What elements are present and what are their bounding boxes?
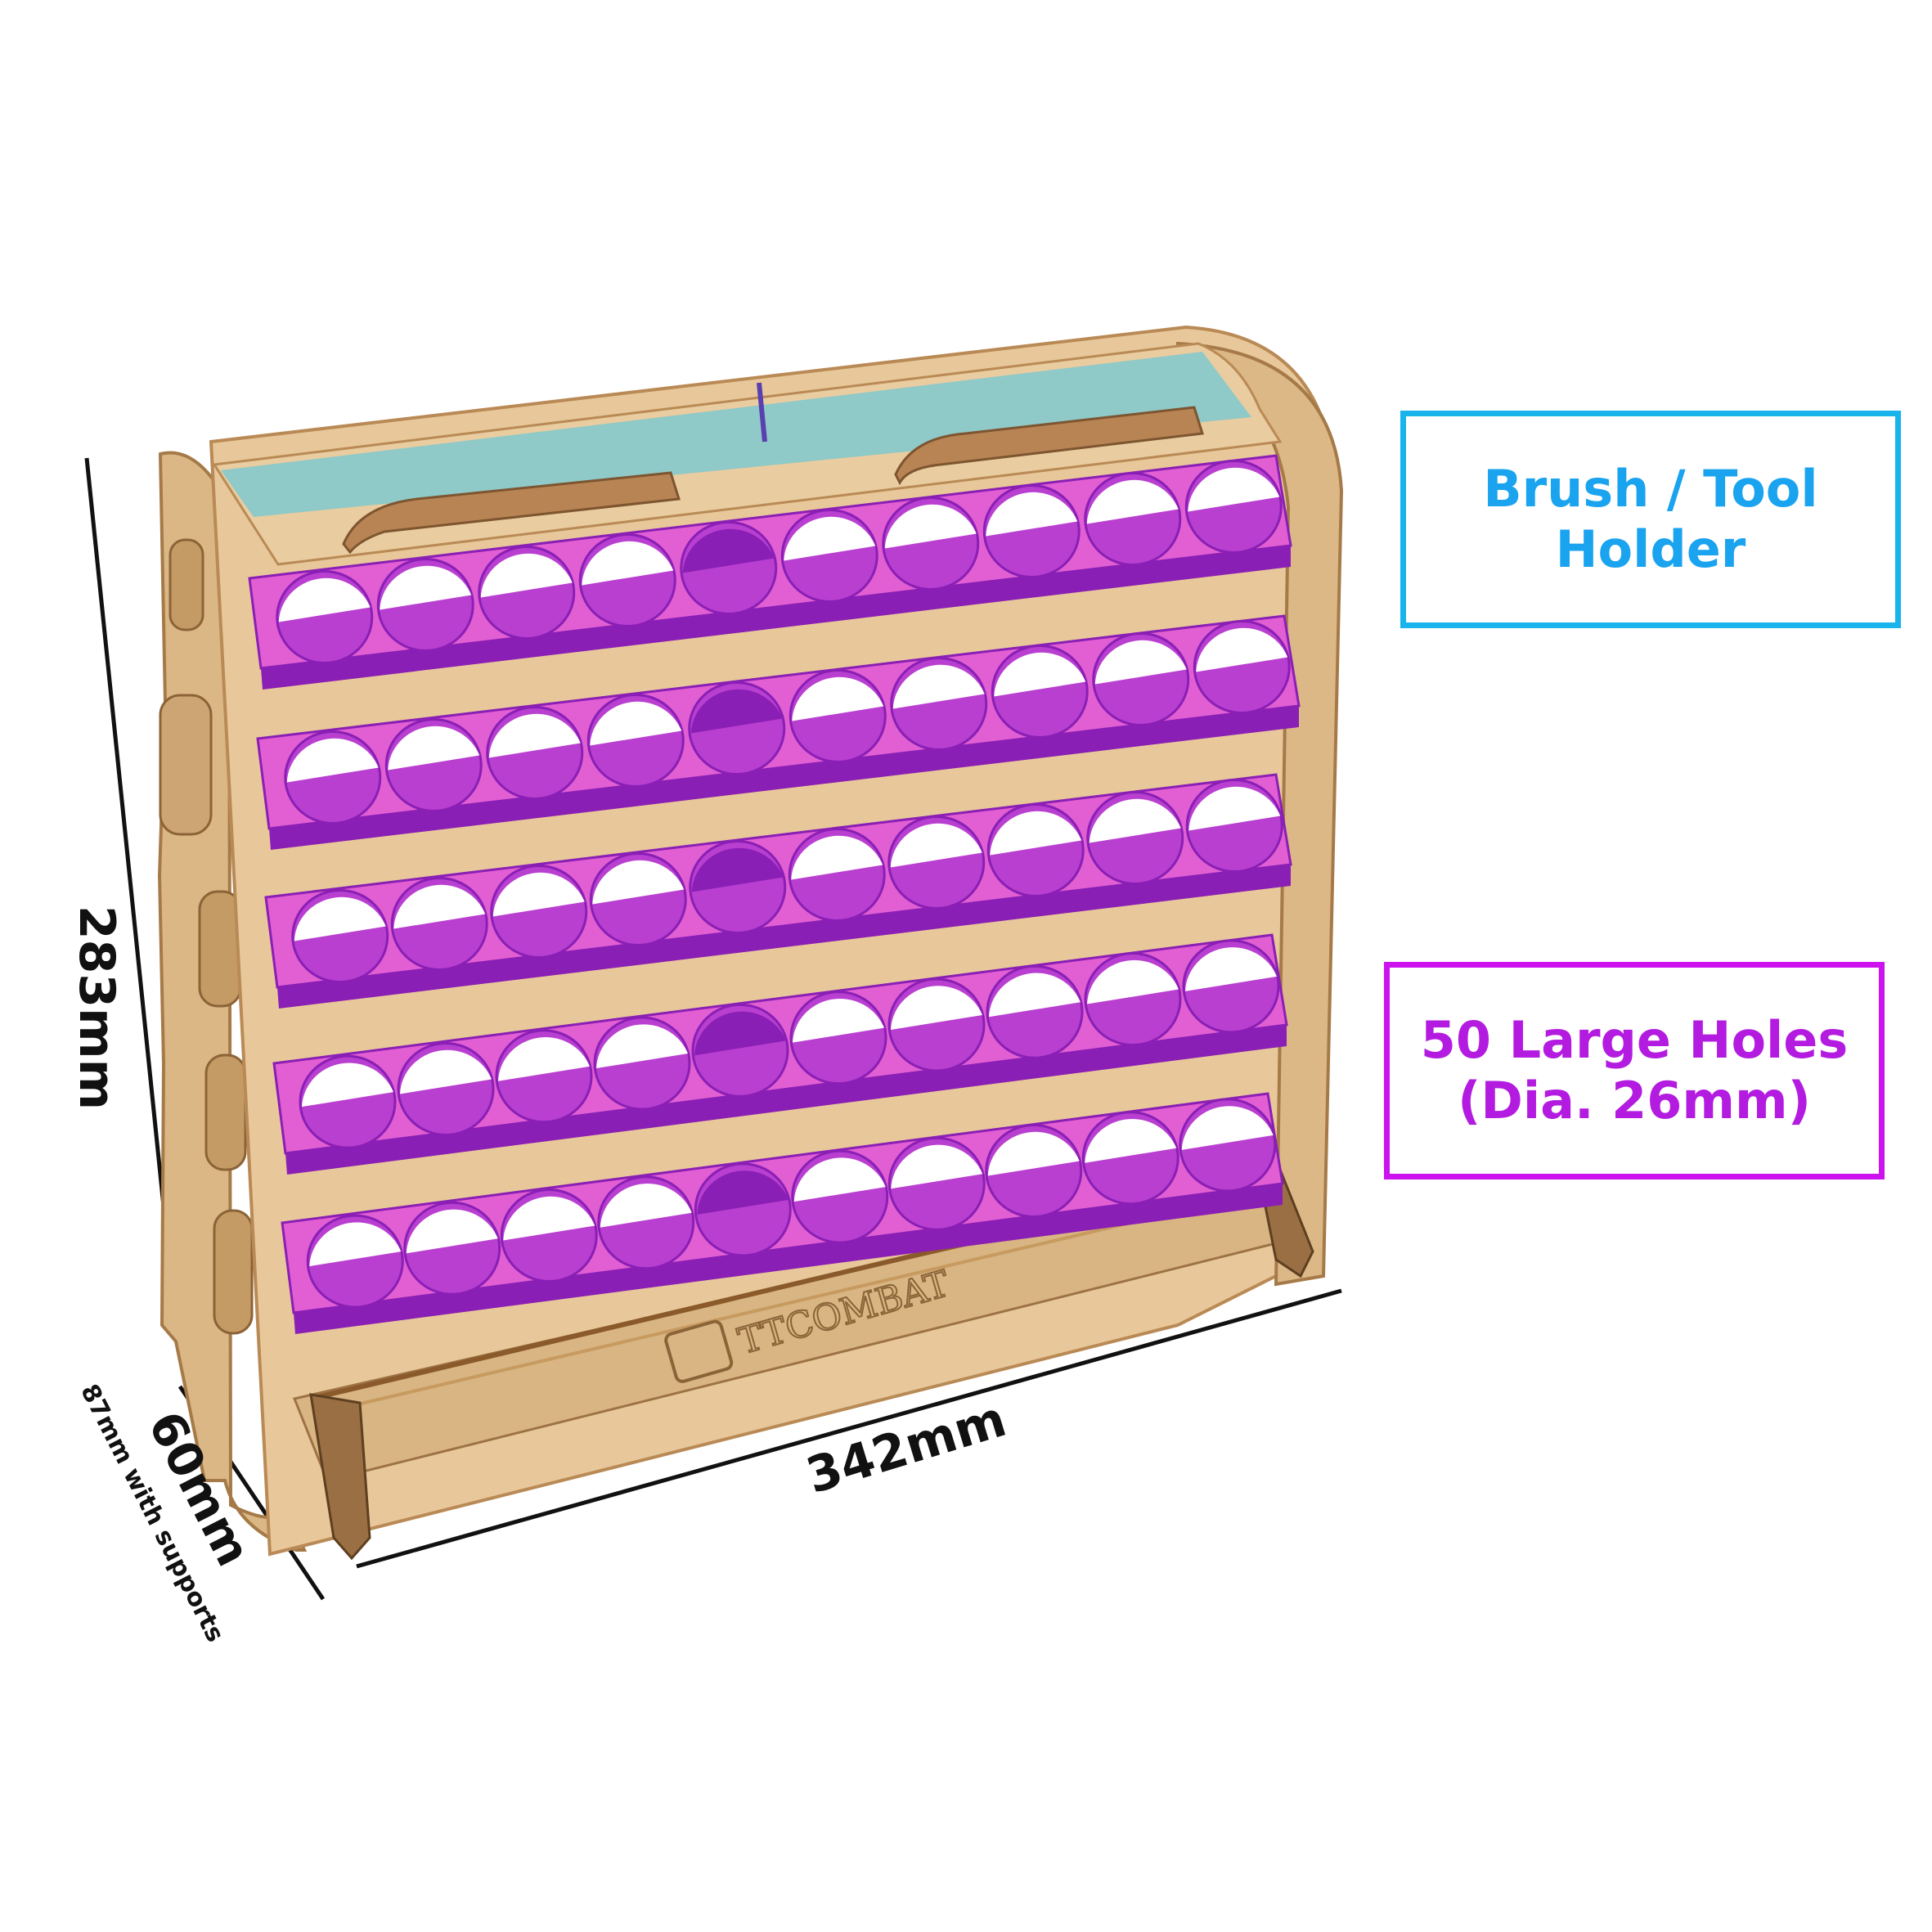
brush-holder-callout: Brush / Tool Holder bbox=[1400, 411, 1901, 628]
brush-holder-callout-line2: Holder bbox=[1555, 519, 1746, 579]
paint-hole bbox=[890, 657, 988, 751]
large-holes-callout: 50 Large Holes (Dia. 26mm) bbox=[1384, 962, 1885, 1179]
paint-hole bbox=[982, 484, 1081, 578]
left-side-panel bbox=[157, 451, 308, 1552]
paint-hole bbox=[586, 694, 685, 788]
paint-hole bbox=[578, 533, 676, 627]
paint-hole bbox=[384, 718, 483, 812]
height-dimension-label: 283mm bbox=[68, 905, 125, 1111]
paint-hole bbox=[688, 681, 786, 775]
paint-hole bbox=[490, 865, 588, 959]
paint-hole bbox=[789, 991, 887, 1085]
paint-hole bbox=[689, 840, 787, 934]
paint-hole bbox=[597, 1175, 695, 1270]
paint-hole bbox=[486, 706, 584, 800]
paint-shelves bbox=[248, 454, 1301, 1334]
paint-hole bbox=[887, 1136, 986, 1231]
paint-hole bbox=[887, 977, 986, 1072]
paint-hole bbox=[1182, 939, 1280, 1034]
paint-hole bbox=[691, 1003, 789, 1098]
paint-hole bbox=[991, 645, 1089, 739]
width-dimension-line bbox=[356, 1288, 1342, 1569]
paint-hole bbox=[887, 815, 986, 910]
paint-hole bbox=[306, 1214, 404, 1309]
paint-hole bbox=[789, 669, 887, 763]
paint-hole bbox=[500, 1188, 598, 1283]
paint-hole bbox=[1185, 779, 1283, 873]
paint-hole bbox=[985, 1124, 1083, 1218]
paint-hole bbox=[1086, 791, 1184, 885]
paint-hole bbox=[986, 803, 1085, 897]
large-holes-callout-line2: (Dia. 26mm) bbox=[1458, 1071, 1811, 1130]
paint-hole bbox=[986, 964, 1084, 1059]
paint-hole bbox=[882, 496, 980, 591]
paint-hole bbox=[276, 570, 374, 664]
brush-tool-holder bbox=[212, 342, 1283, 566]
large-holes-callout-line1: 50 Large Holes bbox=[1420, 1010, 1849, 1070]
paint-hole bbox=[376, 558, 474, 652]
paint-hole bbox=[284, 730, 382, 824]
paint-hole bbox=[680, 521, 778, 615]
paint-hole bbox=[1092, 632, 1190, 726]
paint-hole bbox=[780, 509, 878, 603]
paint-hole bbox=[1084, 952, 1182, 1047]
brush-holder-callout-line1: Brush / Tool bbox=[1483, 459, 1818, 519]
paint-hole bbox=[291, 889, 389, 983]
paint-hole bbox=[1084, 472, 1182, 566]
paint-hole bbox=[299, 1054, 397, 1149]
paint-hole bbox=[1184, 460, 1283, 554]
paint-hole bbox=[1179, 1098, 1277, 1193]
paint-hole bbox=[791, 1149, 889, 1244]
paint-hole bbox=[593, 1016, 691, 1111]
paint-hole bbox=[1193, 620, 1291, 714]
paint-hole bbox=[495, 1029, 593, 1124]
paint-hole bbox=[694, 1162, 792, 1257]
paint-hole bbox=[788, 828, 886, 922]
paint-hole bbox=[397, 1041, 495, 1136]
paint-hole bbox=[403, 1201, 501, 1296]
paint-hole bbox=[589, 852, 687, 946]
paint-hole bbox=[390, 877, 488, 971]
paint-hole bbox=[478, 546, 576, 640]
paint-hole bbox=[1081, 1111, 1179, 1206]
